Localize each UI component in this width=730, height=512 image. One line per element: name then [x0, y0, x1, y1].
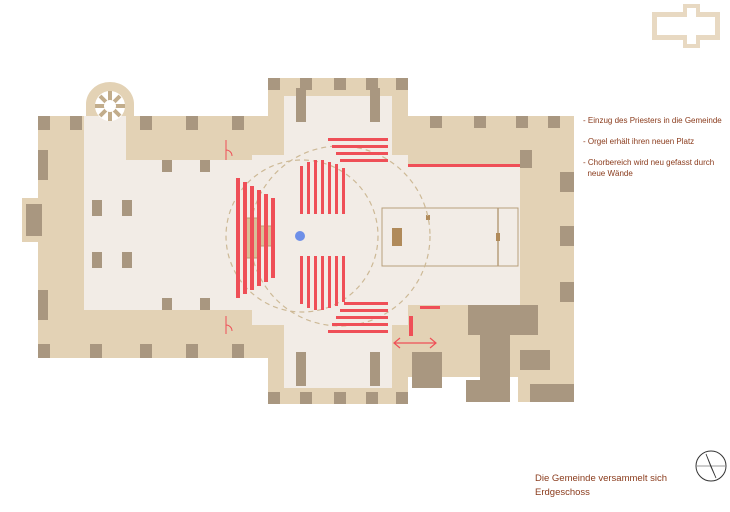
- priest-marker-icon: [295, 231, 305, 241]
- legend-item-choir: - Chorbereich wird neu gefasst durch neu…: [583, 158, 715, 178]
- seating-rows: [236, 138, 520, 336]
- legend: - Einzug des Priesters in die Gemeinde -…: [583, 115, 723, 189]
- caption-floor: Erdgeschoss: [535, 487, 590, 498]
- plan-caption: Die Gemeinde versammelt sich Erdgeschoss: [535, 472, 667, 500]
- double-arrow-icon: [393, 337, 437, 349]
- legend-item-organ: - Orgel erhält ihren neuen Platz: [583, 137, 695, 146]
- altar-icon: [392, 228, 402, 246]
- caption-title: Die Gemeinde versammelt sich: [535, 473, 667, 484]
- rotunda: [86, 82, 134, 121]
- choir-platform: [381, 207, 519, 267]
- west-nave: [22, 116, 275, 358]
- east-choir: [408, 116, 574, 402]
- key-plan-icon: [652, 4, 720, 48]
- legend-item-priest-entry: - Einzug des Priesters in die Gemeinde: [583, 116, 722, 125]
- compass-icon: [695, 450, 727, 482]
